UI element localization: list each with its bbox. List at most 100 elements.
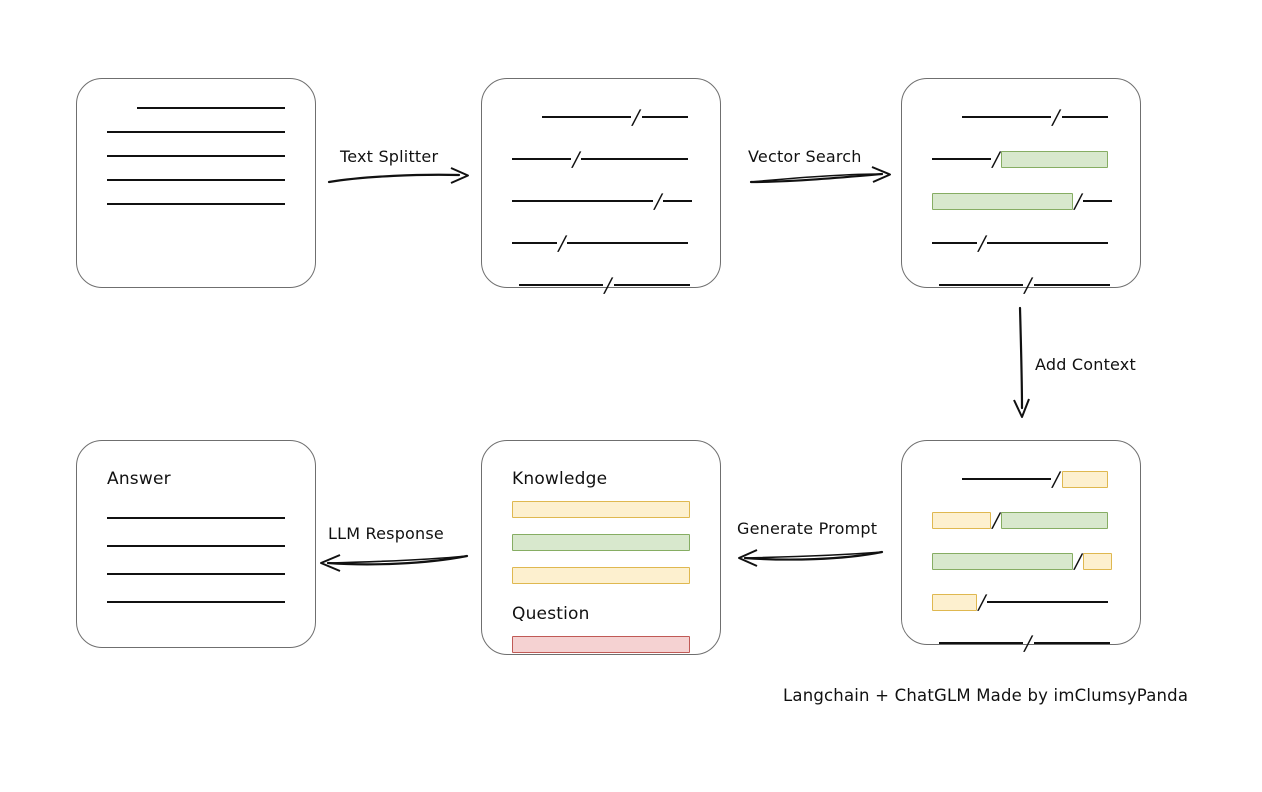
source-document-card bbox=[76, 78, 316, 288]
answer-content: Answer bbox=[107, 469, 285, 621]
knowledge-label: Knowledge bbox=[512, 469, 608, 489]
text-line bbox=[642, 116, 689, 118]
text-line bbox=[107, 203, 285, 205]
vector-search-arrow bbox=[749, 166, 891, 184]
content-row bbox=[512, 501, 690, 518]
text-line bbox=[567, 242, 689, 244]
content-row: / bbox=[932, 467, 1110, 491]
green-highlight-bar bbox=[932, 552, 1073, 570]
text-line bbox=[932, 158, 991, 160]
text-line bbox=[1033, 284, 1111, 286]
green-highlight-bar bbox=[512, 534, 690, 551]
content-row: / bbox=[932, 590, 1110, 614]
slash-separator: / bbox=[975, 590, 988, 614]
content-row bbox=[107, 573, 285, 575]
content-row: / bbox=[932, 549, 1112, 573]
text-line bbox=[107, 131, 285, 133]
text-splitter-arrow bbox=[327, 167, 469, 184]
line-spacer bbox=[512, 116, 542, 118]
text-line bbox=[107, 517, 285, 519]
question-label: Question bbox=[512, 604, 590, 624]
content-row: / bbox=[512, 231, 690, 255]
yellow-highlight-bar bbox=[512, 567, 690, 584]
add-context-arrow bbox=[1013, 306, 1030, 418]
line-spacer bbox=[512, 284, 519, 286]
text-line bbox=[663, 200, 692, 202]
add-context-label: Add Context bbox=[1035, 355, 1136, 374]
content-row: / bbox=[932, 273, 1111, 297]
context-added-card: ///// bbox=[901, 440, 1141, 655]
line-stack: ///// bbox=[512, 105, 692, 297]
text-line bbox=[962, 116, 1052, 118]
text-line bbox=[542, 116, 632, 118]
slash-separator: / bbox=[555, 231, 568, 255]
text-line bbox=[1083, 200, 1112, 202]
text-line bbox=[107, 545, 285, 547]
slash-separator: / bbox=[570, 147, 583, 171]
knowledge-bar-stack bbox=[512, 501, 690, 584]
content-row bbox=[107, 601, 285, 603]
content-row bbox=[107, 155, 285, 157]
content-row bbox=[107, 517, 285, 519]
content-row bbox=[107, 545, 285, 547]
slash-separator: / bbox=[602, 273, 615, 297]
generated-prompt-card: Knowledge Question bbox=[481, 440, 721, 655]
generated-prompt-content: Knowledge Question bbox=[512, 469, 690, 653]
text-line bbox=[107, 573, 285, 575]
text-line bbox=[939, 284, 1023, 286]
line-stack: ///// bbox=[932, 467, 1112, 655]
answer-label: Answer bbox=[107, 469, 171, 489]
content-row bbox=[512, 534, 690, 551]
context-added-lines: ///// bbox=[932, 467, 1112, 655]
content-row bbox=[107, 179, 285, 181]
content-row: / bbox=[932, 105, 1110, 129]
green-highlight-bar bbox=[932, 192, 1073, 210]
text-line bbox=[137, 107, 285, 109]
content-row bbox=[107, 203, 285, 205]
line-stack bbox=[107, 107, 285, 205]
text-line bbox=[107, 601, 285, 603]
llm-response-label: LLM Response bbox=[328, 524, 444, 543]
text-line bbox=[987, 601, 1109, 603]
answer-line-stack bbox=[107, 517, 285, 603]
generate-prompt-label: Generate Prompt bbox=[737, 519, 878, 538]
content-row bbox=[512, 567, 690, 584]
slash-separator: / bbox=[1022, 631, 1035, 655]
slash-separator: / bbox=[1072, 189, 1084, 213]
line-spacer bbox=[932, 478, 962, 480]
text-splitter-label: Text Splitter bbox=[340, 147, 439, 166]
answer-card: Answer bbox=[76, 440, 316, 648]
text-line bbox=[1062, 116, 1109, 118]
content-row bbox=[107, 131, 285, 133]
line-spacer bbox=[932, 116, 962, 118]
text-line bbox=[932, 242, 977, 244]
text-line bbox=[987, 242, 1109, 244]
yellow-highlight-bar bbox=[932, 593, 977, 611]
slash-separator: / bbox=[975, 231, 988, 255]
text-line bbox=[581, 158, 689, 160]
green-highlight-bar bbox=[1001, 150, 1109, 168]
content-row: / bbox=[932, 631, 1111, 655]
text-line bbox=[107, 155, 285, 157]
line-spacer bbox=[107, 107, 137, 109]
text-line bbox=[962, 478, 1052, 480]
vector-search-results-card: ///// bbox=[901, 78, 1141, 297]
diagram-caption: Langchain + ChatGLM Made by imClumsyPand… bbox=[783, 686, 1189, 705]
red-highlight-bar bbox=[512, 636, 690, 653]
yellow-highlight-bar bbox=[1083, 552, 1112, 570]
split-chunks-lines: ///// bbox=[512, 105, 692, 297]
content-row: / bbox=[512, 147, 690, 171]
content-row: / bbox=[932, 231, 1110, 255]
content-row: / bbox=[932, 189, 1112, 213]
content-row: / bbox=[512, 273, 691, 297]
line-spacer bbox=[932, 642, 939, 644]
green-highlight-bar bbox=[1001, 511, 1109, 529]
source-document-lines bbox=[107, 107, 285, 261]
generate-prompt-arrow bbox=[738, 549, 884, 567]
text-line bbox=[107, 179, 285, 181]
text-line bbox=[512, 242, 557, 244]
text-line bbox=[512, 200, 653, 202]
content-row bbox=[512, 636, 690, 653]
text-line bbox=[1033, 642, 1111, 644]
vector-search-label: Vector Search bbox=[748, 147, 862, 166]
